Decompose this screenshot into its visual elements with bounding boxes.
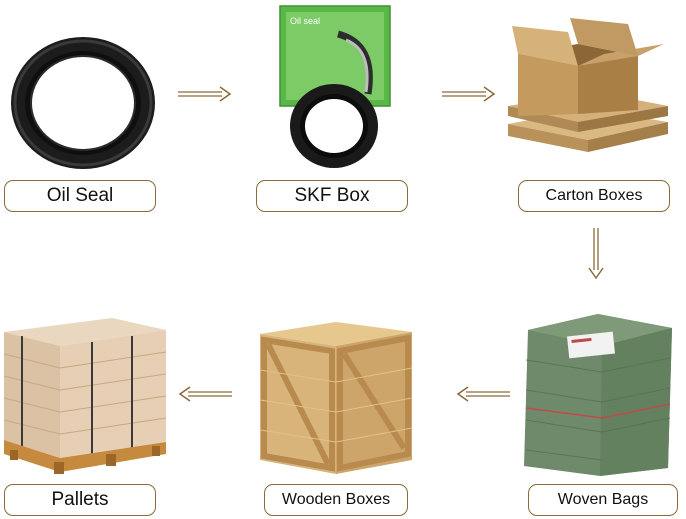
skf-box-text: Oil seal (290, 16, 320, 26)
carton-boxes-image (508, 18, 668, 152)
label-skf-box-text: SKF Box (294, 185, 370, 206)
arrow-left-icon (178, 386, 232, 402)
arrow-right-icon (178, 86, 232, 102)
oil-seal-image (11, 37, 155, 169)
label-wooden-boxes-text: Wooden Boxes (281, 491, 391, 508)
pallets-image (3, 318, 167, 474)
label-pallets: Pallets (4, 484, 156, 516)
arrow-down-icon (588, 228, 604, 280)
label-oil-seal: Oil Seal (4, 180, 156, 212)
label-pallets-text: Pallets (51, 489, 109, 510)
label-woven-bags: Woven Bags (528, 484, 678, 516)
label-woven-bags-text: Woven Bags (557, 491, 649, 508)
label-skf-box: SKF Box (256, 180, 408, 212)
wooden-crate-image (259, 322, 413, 474)
label-carton-boxes-text: Carton Boxes (545, 187, 643, 204)
label-carton-boxes: Carton Boxes (518, 180, 670, 212)
label-oil-seal-text: Oil Seal (46, 185, 114, 206)
label-wooden-boxes: Wooden Boxes (264, 484, 408, 516)
woven-bag-image (524, 314, 672, 476)
skf-box-image: Oil seal (279, 5, 391, 168)
arrow-right-icon (442, 86, 496, 102)
arrow-left-icon (456, 386, 510, 402)
